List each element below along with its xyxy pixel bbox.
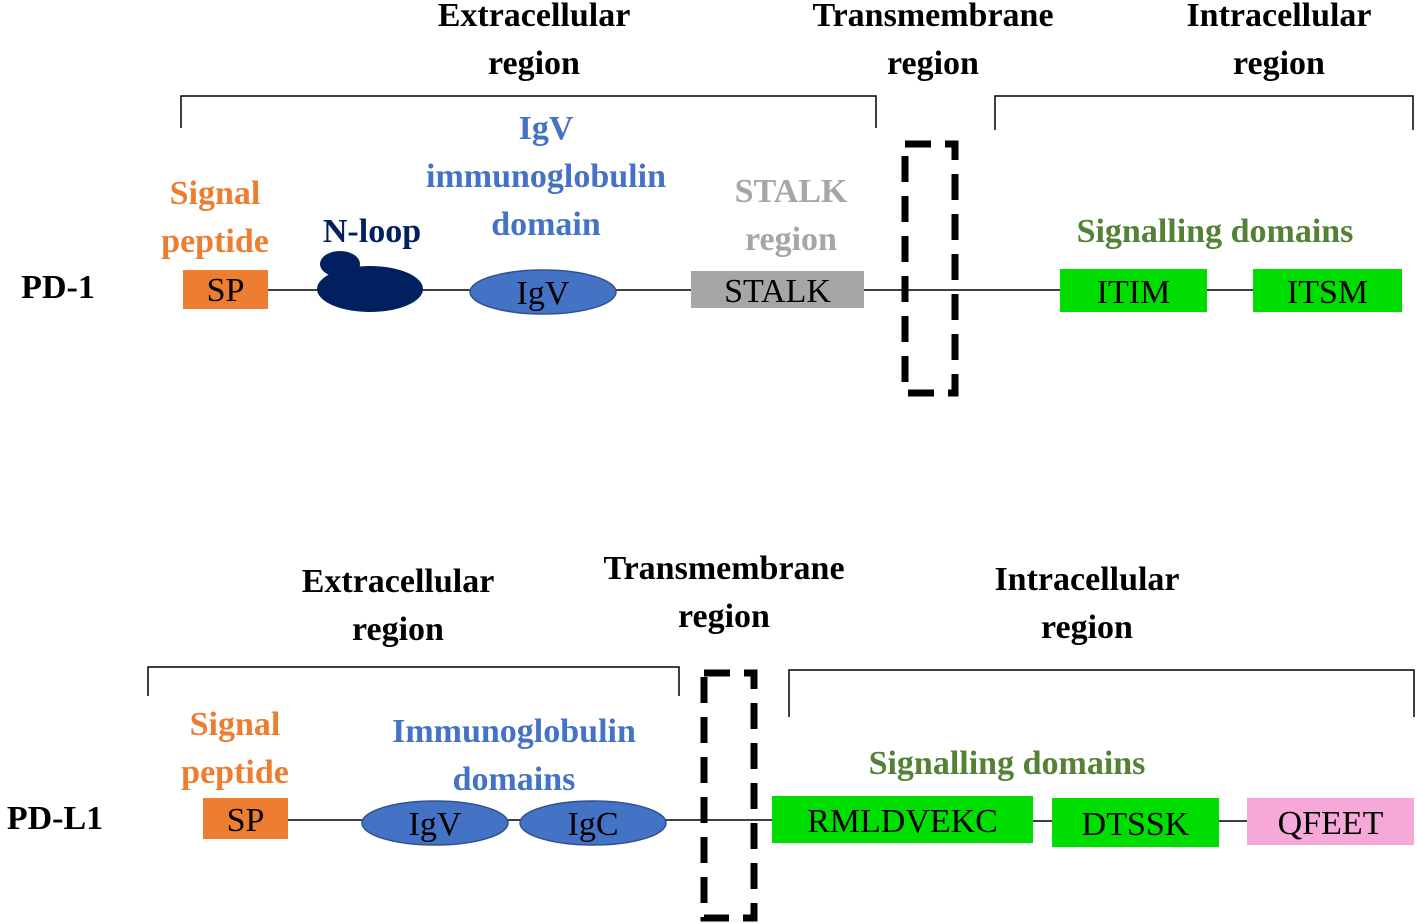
pd1-extracellular-bracket (180, 95, 877, 128)
pdl1-ig-title-line2: domains (453, 761, 576, 798)
pd1-nloop-shape (317, 266, 423, 312)
pd1-itsm-label: ITSM (1287, 274, 1368, 311)
pd1-igv-ellipse (469, 269, 617, 315)
pdl1-extracellular-title-line2: region (352, 611, 444, 648)
pdl1-intracellular-bracket (788, 669, 1415, 717)
pd1-nloop-bump (320, 251, 360, 277)
pd1-itsm-box (1253, 269, 1402, 312)
pd1-diagram: Extracellular region Transmembrane regio… (21, 0, 1414, 397)
pdl1-sp-box (203, 798, 288, 839)
pdl1-dtssk-box (1052, 798, 1219, 847)
pd1-intracellular-bracket (994, 95, 1414, 130)
pd1-stalk-title-line1: STALK (735, 173, 848, 210)
pdl1-rmldvekc-label: RMLDVEKC (807, 803, 998, 840)
pdl1-signal-peptide-title-line2: peptide (181, 754, 289, 791)
pd1-igv-title-line3: domain (491, 206, 601, 243)
pdl1-transmembrane-box (700, 669, 758, 922)
pdl1-extracellular-title-line1: Extracellular (302, 563, 495, 600)
pdl1-transmembrane-title-line2: region (678, 598, 770, 635)
pd1-signal-peptide-title-line1: Signal (170, 175, 261, 212)
pd1-igv-title-line1: IgV (519, 110, 574, 147)
pd1-stalk-box (691, 271, 864, 308)
pd1-transmembrane-box (901, 140, 959, 397)
pd1-transmembrane-title-line2: region (887, 45, 979, 82)
pdl1-extracellular-bracket (147, 666, 680, 696)
pdl1-transmembrane-title-line1: Transmembrane (603, 550, 844, 587)
pdl1-protein-label: PD-L1 (7, 800, 103, 837)
pd1-transmembrane-title-line1: Transmembrane (812, 0, 1053, 34)
pdl1-intracellular-title-line2: region (1041, 609, 1133, 646)
pd1-sp-box (183, 270, 268, 309)
pd1-intracellular-title-line1: Intracellular (1186, 0, 1371, 34)
pdl1-qfeet-label: QFEET (1278, 805, 1384, 842)
pd1-extracellular-title-line2: region (488, 45, 580, 82)
pd1-sp-label: SP (207, 272, 245, 309)
pd1-itim-box (1060, 269, 1207, 312)
pdl1-dtssk-label: DTSSK (1082, 806, 1190, 843)
pdl1-signal-peptide-title-line1: Signal (190, 706, 281, 743)
pd1-signalling-title: Signalling domains (1077, 213, 1354, 250)
pd1-stalk-title-line2: region (745, 221, 837, 258)
pdl1-igv-label: IgV (409, 806, 462, 843)
pdl1-qfeet-box (1247, 798, 1414, 845)
pd1-extracellular-title-line1: Extracellular (438, 0, 631, 34)
pd1-protein-label: PD-1 (21, 269, 95, 306)
pdl1-diagram: Extracellular region Transmembrane regio… (7, 550, 1415, 922)
pdl1-sp-label: SP (227, 802, 265, 839)
pd1-signal-peptide-title-line2: peptide (161, 223, 269, 260)
pdl1-rmldvekc-box (772, 796, 1033, 843)
pdl1-igv-ellipse (361, 800, 509, 846)
pd1-igv-label: IgV (517, 275, 570, 312)
pd1-nloop-title: N-loop (323, 213, 421, 250)
pd1-stalk-label: STALK (724, 273, 831, 310)
pd1-intracellular-title-line2: region (1233, 45, 1325, 82)
pdl1-igc-ellipse (519, 800, 667, 846)
pdl1-intracellular-title-line1: Intracellular (994, 561, 1179, 598)
pdl1-signalling-title: Signalling domains (869, 745, 1146, 782)
pd1-igv-title-line2: immunoglobulin (426, 158, 666, 195)
pdl1-ig-title-line1: Immunoglobulin (392, 713, 636, 750)
pd1-itim-label: ITIM (1097, 274, 1171, 311)
pdl1-igc-label: IgC (568, 806, 619, 843)
